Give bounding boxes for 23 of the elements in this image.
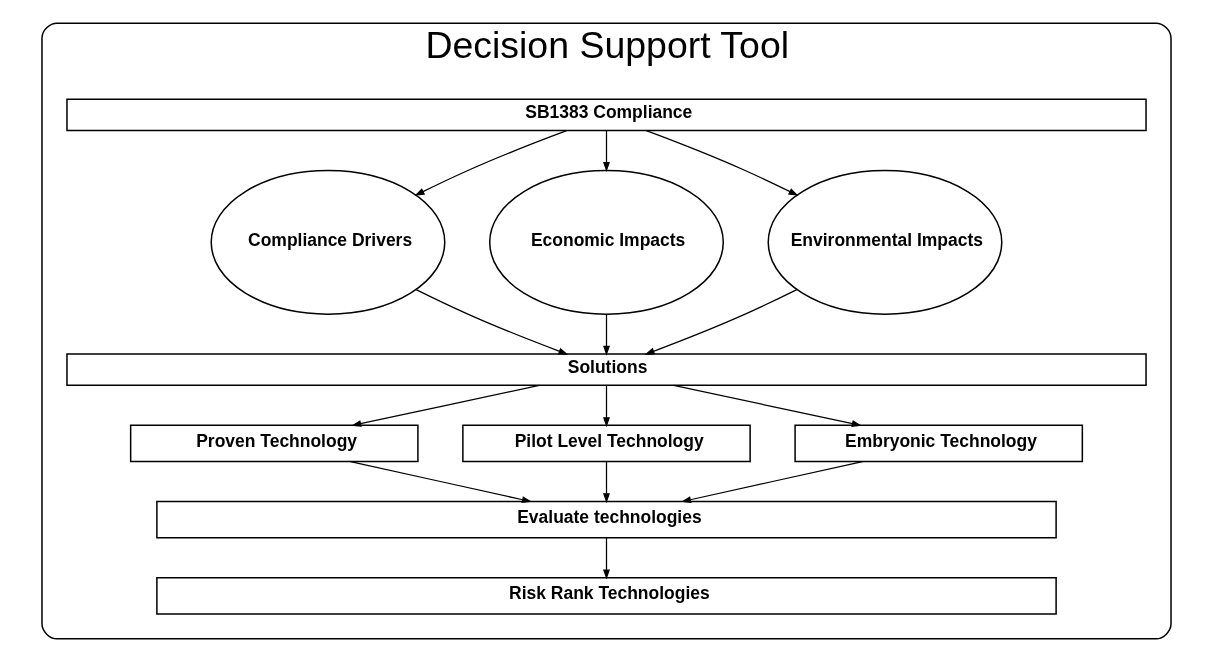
node-ellipse: Compliance Drivers [210,169,446,315]
arrow [414,130,568,196]
arrow [415,289,569,355]
node-ellipse: Environmental Impacts [767,169,1003,315]
arrow [603,313,610,356]
arrow [645,130,799,196]
node-box: SB1383 Compliance [66,98,1147,132]
node-box: Solutions [66,353,1147,387]
arrow [349,460,532,504]
node-box: Risk Rank Technologies [156,576,1057,615]
node-box: Evaluate technologies [156,500,1057,539]
arrow [351,384,540,427]
node-box: Embryonic Technology [794,424,1084,463]
node-ellipse: Economic Impacts [489,169,724,315]
node-box: Pilot Level Technology [462,424,751,463]
arrow [603,384,610,428]
arrow [603,537,610,580]
arrow [603,130,610,172]
arrow [681,460,864,504]
arrow [644,289,798,355]
node-box: Proven Technology [129,424,419,463]
arrow [673,384,862,427]
arrow [603,461,610,504]
